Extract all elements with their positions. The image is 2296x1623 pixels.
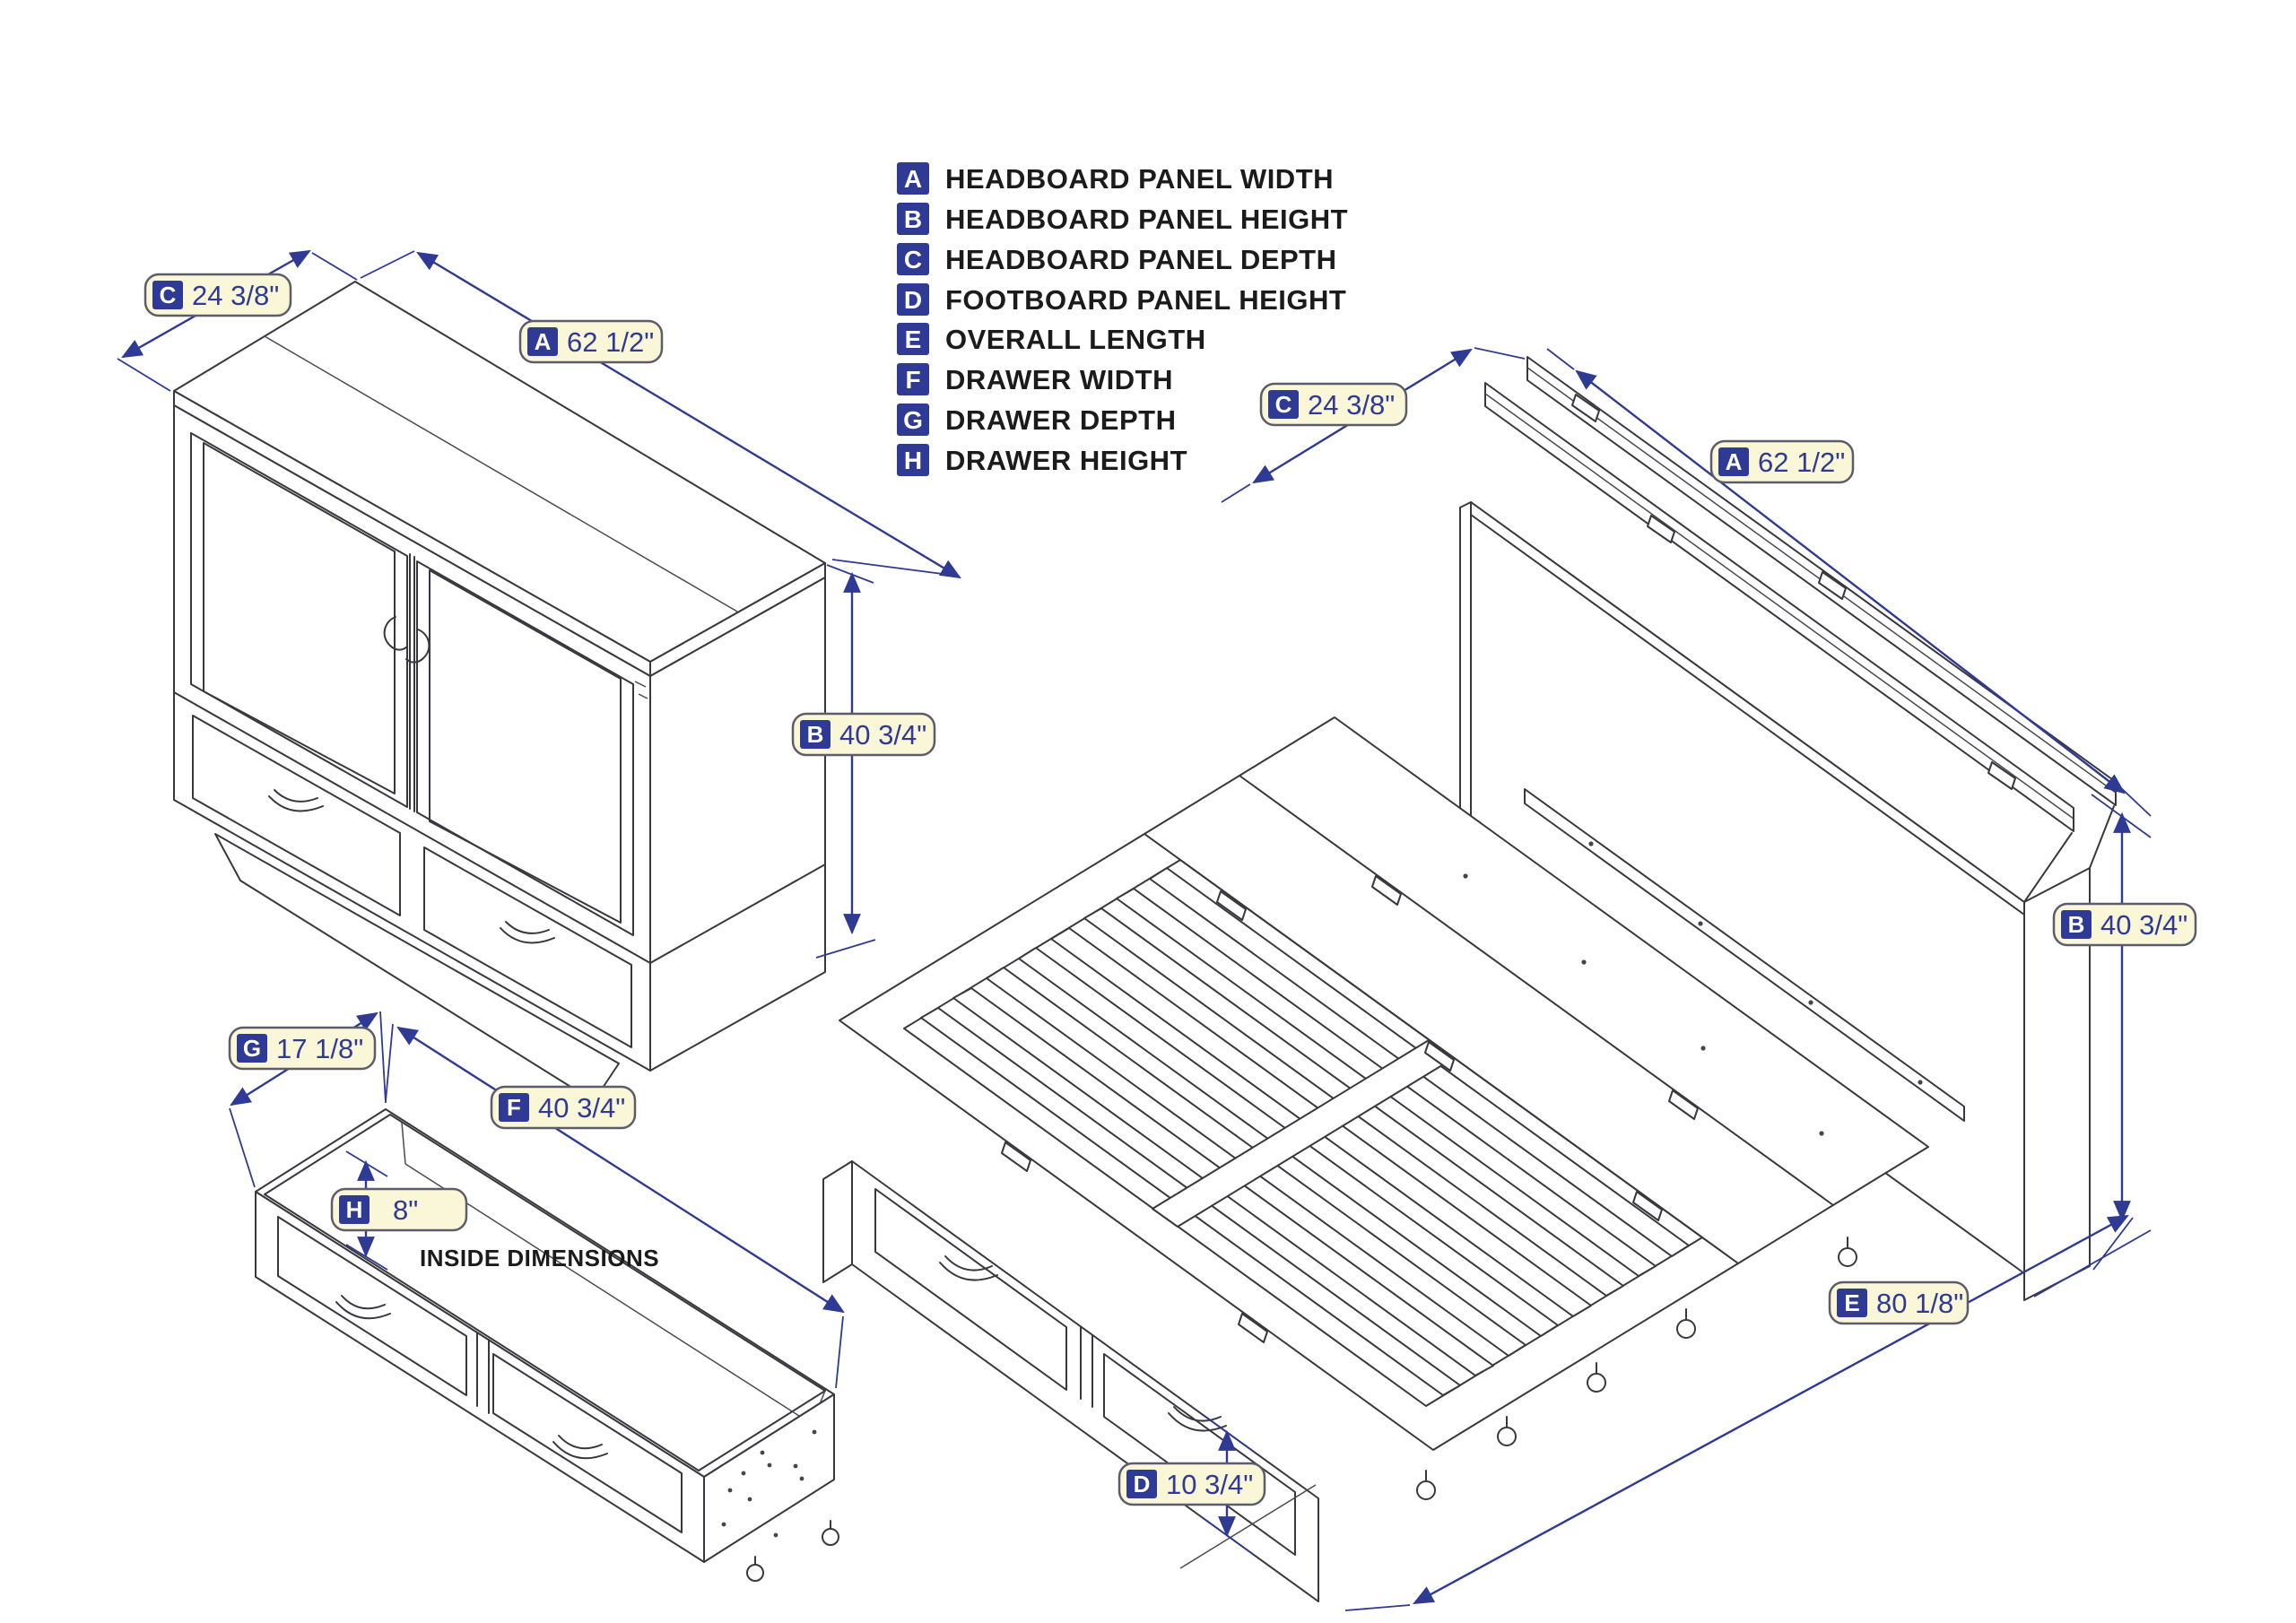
center-stringer	[1152, 1039, 1455, 1228]
svg-text:E: E	[905, 325, 922, 353]
drawer-view: G 17 1/8" F 40 3/4" H 8" INSIDE DIMENSIO…	[228, 1011, 845, 1582]
svg-text:B: B	[904, 205, 922, 233]
inside-dimensions-note: INSIDE DIMENSIONS	[420, 1245, 659, 1271]
closed-cabinet-view: C 24 3/8" A 62 1/2" B 40 3/4"	[117, 249, 961, 1102]
svg-text:DRAWER DEPTH: DRAWER DEPTH	[945, 404, 1176, 436]
dim-label-c-closed: C 24 3/8"	[144, 273, 292, 317]
svg-text:HEADBOARD PANEL HEIGHT: HEADBOARD PANEL HEIGHT	[945, 204, 1348, 235]
svg-text:HEADBOARD PANEL WIDTH: HEADBOARD PANEL WIDTH	[945, 163, 1334, 195]
svg-text:F: F	[507, 1094, 521, 1121]
legend-item-e: E OVERALL LENGTH	[897, 323, 1206, 355]
svg-text:G: G	[243, 1035, 261, 1062]
svg-text:G: G	[903, 406, 923, 434]
svg-text:C: C	[1275, 391, 1292, 418]
drawer-casters	[746, 1520, 839, 1582]
legend-item-d: D FOOTBOARD PANEL HEIGHT	[897, 283, 1346, 316]
dim-line-f	[385, 1023, 845, 1389]
dimension-legend: A HEADBOARD PANEL WIDTH B HEADBOARD PANE…	[897, 162, 1348, 476]
svg-text:HEADBOARD PANEL DEPTH: HEADBOARD PANEL DEPTH	[945, 244, 1337, 275]
svg-text:B: B	[2068, 911, 2085, 938]
dim-line-a-closed	[360, 250, 961, 579]
drawer-pull-left	[335, 1295, 391, 1320]
svg-text:A: A	[535, 328, 552, 355]
svg-text:A: A	[904, 165, 922, 193]
dim-label-a-open: A 62 1/2"	[1709, 439, 1855, 484]
dim-label-d: D 10 3/4"	[1118, 1462, 1266, 1506]
dim-label-g: G 17 1/8"	[228, 1026, 377, 1071]
dim-label-e: E 80 1/8"	[1828, 1280, 1970, 1325]
svg-text:40 3/4": 40 3/4"	[538, 1092, 625, 1124]
svg-text:F: F	[905, 366, 920, 394]
svg-text:24 3/8": 24 3/8"	[1308, 389, 1395, 421]
drawer-handle-right	[500, 921, 555, 944]
end-grain-dots	[721, 1429, 817, 1538]
svg-text:C: C	[160, 282, 177, 308]
footboard-pull-left	[939, 1255, 998, 1281]
svg-text:H: H	[904, 447, 922, 474]
svg-text:OVERALL LENGTH: OVERALL LENGTH	[945, 324, 1206, 355]
dim-line-a-open	[1546, 348, 2152, 817]
legend-item-a: A HEADBOARD PANEL WIDTH	[897, 162, 1334, 195]
svg-text:D: D	[904, 286, 922, 314]
svg-text:D: D	[1134, 1471, 1151, 1497]
svg-text:DRAWER WIDTH: DRAWER WIDTH	[945, 364, 1173, 395]
open-bed-view: C 24 3/8" A 62 1/2" B 40 3/4" E 80 1/8"	[822, 347, 2197, 1611]
legend-item-c: C HEADBOARD PANEL DEPTH	[897, 243, 1337, 275]
drawer-pull-right	[552, 1435, 608, 1460]
svg-text:FOOTBOARD PANEL HEIGHT: FOOTBOARD PANEL HEIGHT	[945, 284, 1346, 316]
svg-text:C: C	[904, 246, 922, 273]
svg-text:62 1/2": 62 1/2"	[567, 326, 654, 358]
svg-text:24 3/8": 24 3/8"	[192, 280, 279, 311]
svg-text:H: H	[346, 1196, 363, 1223]
svg-text:80 1/8": 80 1/8"	[1876, 1288, 1963, 1319]
door-handle-left	[383, 616, 408, 651]
dim-label-a-closed: A 62 1/2"	[518, 319, 664, 364]
dim-label-c-open: C 24 3/8"	[1259, 382, 1408, 427]
svg-text:B: B	[807, 721, 824, 748]
drawer-handle-left	[268, 789, 324, 812]
svg-text:17 1/8": 17 1/8"	[276, 1033, 363, 1064]
legend-item-b: B HEADBOARD PANEL HEIGHT	[897, 203, 1348, 235]
dim-line-e	[1344, 1214, 2134, 1611]
dim-label-f: F 40 3/4"	[490, 1085, 637, 1130]
svg-text:8": 8"	[393, 1194, 418, 1226]
dim-label-h: H 8"	[330, 1187, 468, 1232]
svg-text:40 3/4": 40 3/4"	[839, 719, 926, 751]
svg-text:A: A	[1726, 448, 1743, 475]
svg-text:E: E	[1844, 1289, 1859, 1316]
svg-text:10 3/4": 10 3/4"	[1166, 1469, 1253, 1500]
door-handle-right	[405, 629, 430, 664]
legend-item-f: F DRAWER WIDTH	[897, 363, 1173, 395]
legend-item-g: G DRAWER DEPTH	[897, 404, 1176, 436]
dim-label-b-open: B 40 3/4"	[2052, 902, 2197, 947]
svg-text:40 3/4": 40 3/4"	[2100, 909, 2187, 941]
legend-item-h: H DRAWER HEIGHT	[897, 444, 1187, 476]
dim-label-b-closed: B 40 3/4"	[791, 712, 936, 757]
svg-text:DRAWER HEIGHT: DRAWER HEIGHT	[945, 445, 1187, 476]
svg-text:62 1/2": 62 1/2"	[1758, 447, 1845, 478]
